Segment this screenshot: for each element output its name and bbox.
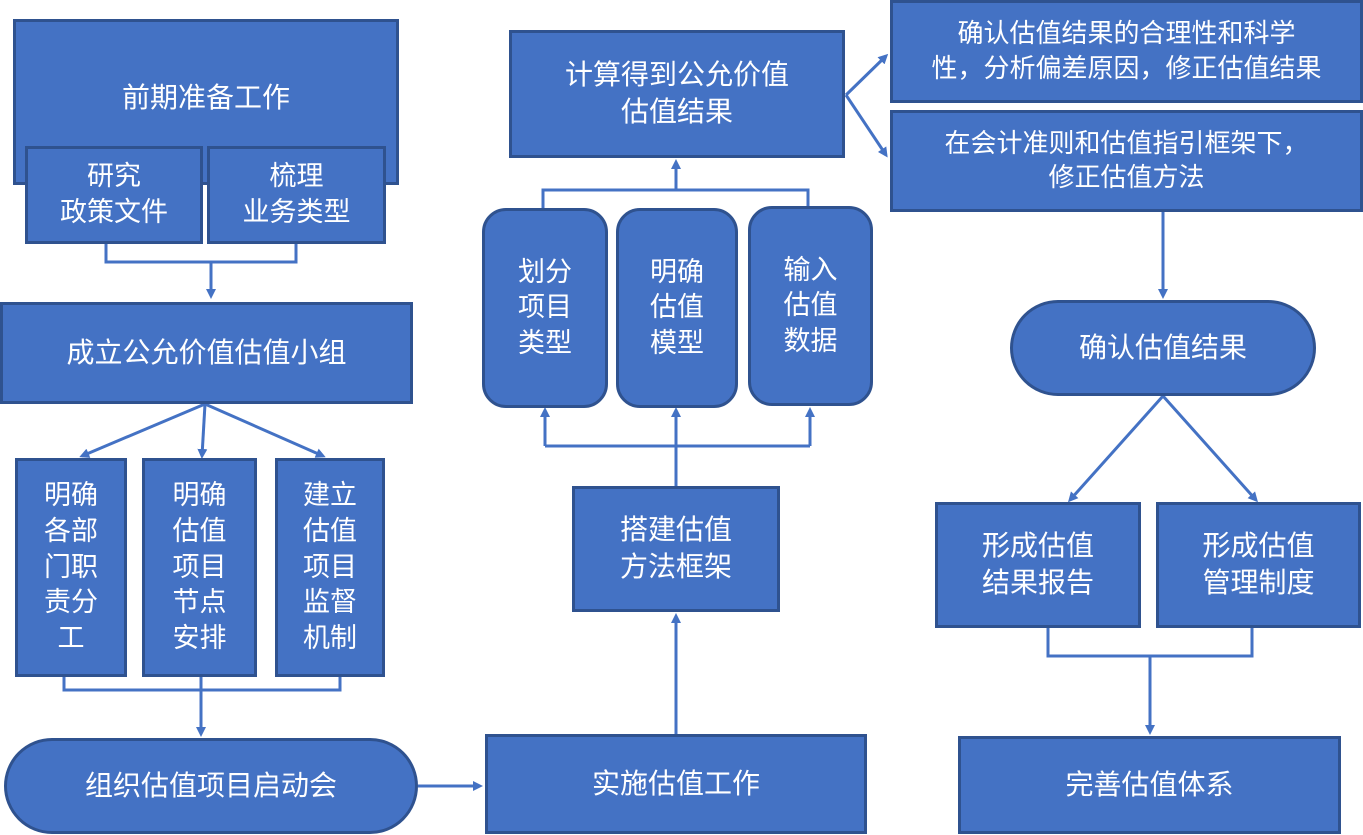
node-prep-work: 前期准备工作 <box>13 19 399 185</box>
node-result-report: 形成估值 结果报告 <box>935 502 1141 628</box>
node-clarify-duty: 明确 各部 门职 责分 工 <box>15 458 127 677</box>
arrow-calc-to-reasonable <box>844 53 889 97</box>
node-setup-team: 成立公允价值估值小组 <box>0 302 413 404</box>
node-clarify-model: 明确 估值 模型 <box>616 208 738 408</box>
node-classify-type: 划分 项目 类型 <box>482 208 608 408</box>
node-method-framework: 搭建估值 方法框架 <box>572 486 780 612</box>
node-research-policy: 研究 政策文件 <box>25 146 203 244</box>
bracket-prep-to-team <box>104 244 298 264</box>
node-build-monitor: 建立 估值 项目 监督 机制 <box>275 458 385 677</box>
bracket-to-improve <box>1046 628 1254 658</box>
node-improve-system: 完善估值体系 <box>958 736 1341 834</box>
node-confirm-reasonableness: 确认估值结果的合理性和科学 性，分析偏差原因，修正估值结果 <box>890 0 1363 103</box>
arrow-confirm-to-report <box>1068 395 1165 503</box>
arrow-confirm-to-system <box>1161 395 1258 503</box>
node-confirm-result: 确认估值结果 <box>1010 300 1316 396</box>
arrow-team-to-duty <box>79 402 206 458</box>
arrow-calc-to-revise <box>844 94 888 158</box>
node-kickoff-meeting: 组织估值项目启动会 <box>4 738 418 834</box>
node-management-system: 形成估值 管理制度 <box>1156 502 1361 628</box>
node-implement-valuation: 实施估值工作 <box>485 734 867 834</box>
arrow-team-to-monitor <box>204 402 326 458</box>
node-clarify-schedule: 明确 估值 项目 节点 安排 <box>142 458 257 677</box>
node-calc-result: 计算得到公允价值 估值结果 <box>509 30 845 158</box>
node-input-data: 输入 估值 数据 <box>748 206 873 406</box>
arrow-team-to-schedule <box>197 403 208 459</box>
node-revise-method: 在会计准则和估值指引框架下， 修正估值方法 <box>890 110 1363 212</box>
node-sort-business: 梳理 业务类型 <box>207 146 386 244</box>
